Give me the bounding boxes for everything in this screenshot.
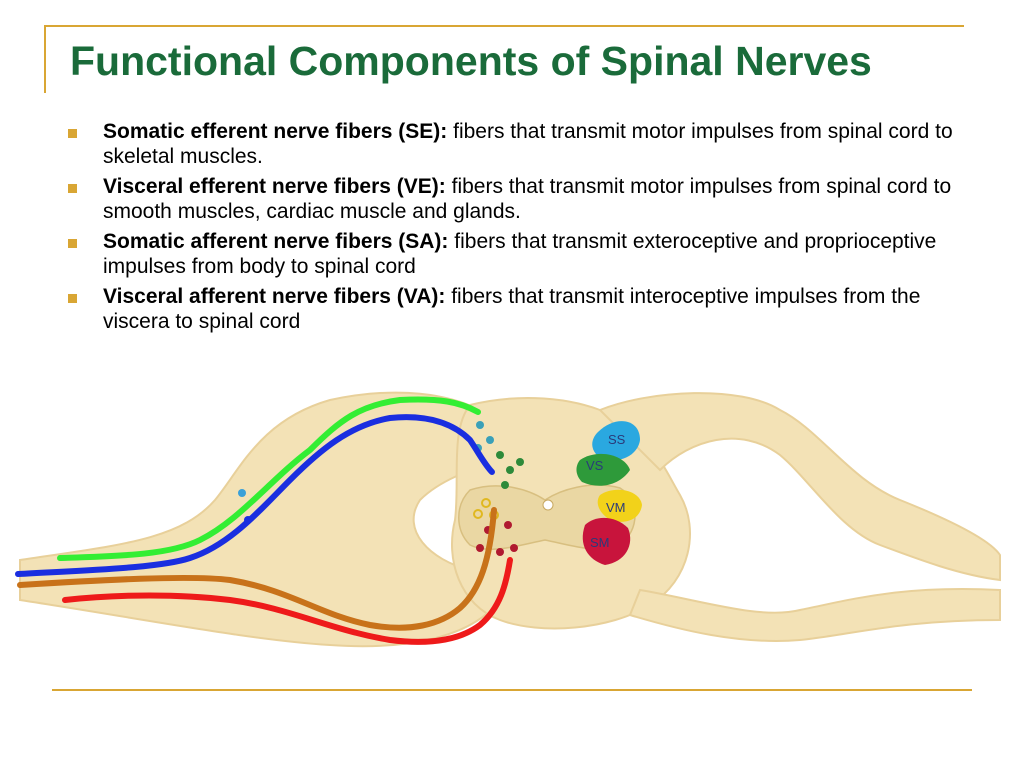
bullet-square-icon: [68, 239, 77, 248]
bullet-list: Somatic efferent nerve fibers (SE): fibe…: [66, 120, 966, 340]
region-ss: SS: [592, 421, 640, 461]
region-sm-shape: [582, 517, 631, 565]
bullet-square-icon: [68, 129, 77, 138]
region-vm: VM: [597, 489, 642, 522]
bullet-term: Somatic efferent nerve fibers (SE):: [103, 120, 448, 143]
bullet-text: fibers that transmit motor impulses from…: [103, 175, 952, 223]
bullet-square-icon: [68, 184, 77, 193]
region-ss-shape: [592, 421, 640, 461]
bullet-term: Somatic afferent nerve fibers (SA):: [103, 230, 449, 253]
region-vs: VS: [576, 453, 630, 486]
bullet-term: Visceral efferent nerve fibers (VE):: [103, 175, 446, 198]
bullet-item-va: Visceral afferent nerve fibers (VA): fib…: [66, 285, 966, 334]
left-border-line: [44, 25, 46, 93]
bullet-item-sa: Somatic afferent nerve fibers (SA): fibe…: [66, 230, 966, 279]
bottom-border-line: [52, 689, 972, 691]
fiber-green-line: [57, 396, 481, 561]
fiber-orange-line: [17, 507, 497, 631]
bullet-item-ve: Visceral efferent nerve fibers (VE): fib…: [66, 175, 966, 224]
bullet-text: fibers that transmit interoceptive impul…: [103, 285, 921, 333]
central-canal: [542, 499, 554, 511]
bullet-term: Visceral afferent nerve fibers (VA):: [103, 285, 446, 308]
bullet-text: fibers that transmit motor impulses from…: [103, 120, 953, 168]
top-border-line: [44, 25, 964, 27]
region-vm-label: VM: [606, 500, 626, 515]
region-ss-label: SS: [608, 432, 626, 447]
region-vm-shape: [597, 489, 642, 522]
region-sm: SM: [582, 517, 631, 565]
fiber-blue-line: [15, 414, 495, 577]
neuron-dots: [238, 421, 524, 556]
region-vs-label: VS: [586, 458, 604, 473]
region-sm-label: SM: [590, 535, 610, 550]
bullet-square-icon: [68, 294, 77, 303]
spinal-cord-diagram: SS VS VM SM: [15, 391, 1001, 648]
fiber-red-line: [62, 557, 513, 645]
nerve-tissue: [19, 391, 1001, 648]
region-vs-shape: [576, 453, 630, 486]
bullet-item-se: Somatic efferent nerve fibers (SE): fibe…: [66, 120, 966, 169]
bullet-text: fibers that transmit exteroceptive and p…: [103, 230, 937, 278]
page-title: Functional Components of Spinal Nerves: [70, 38, 872, 84]
